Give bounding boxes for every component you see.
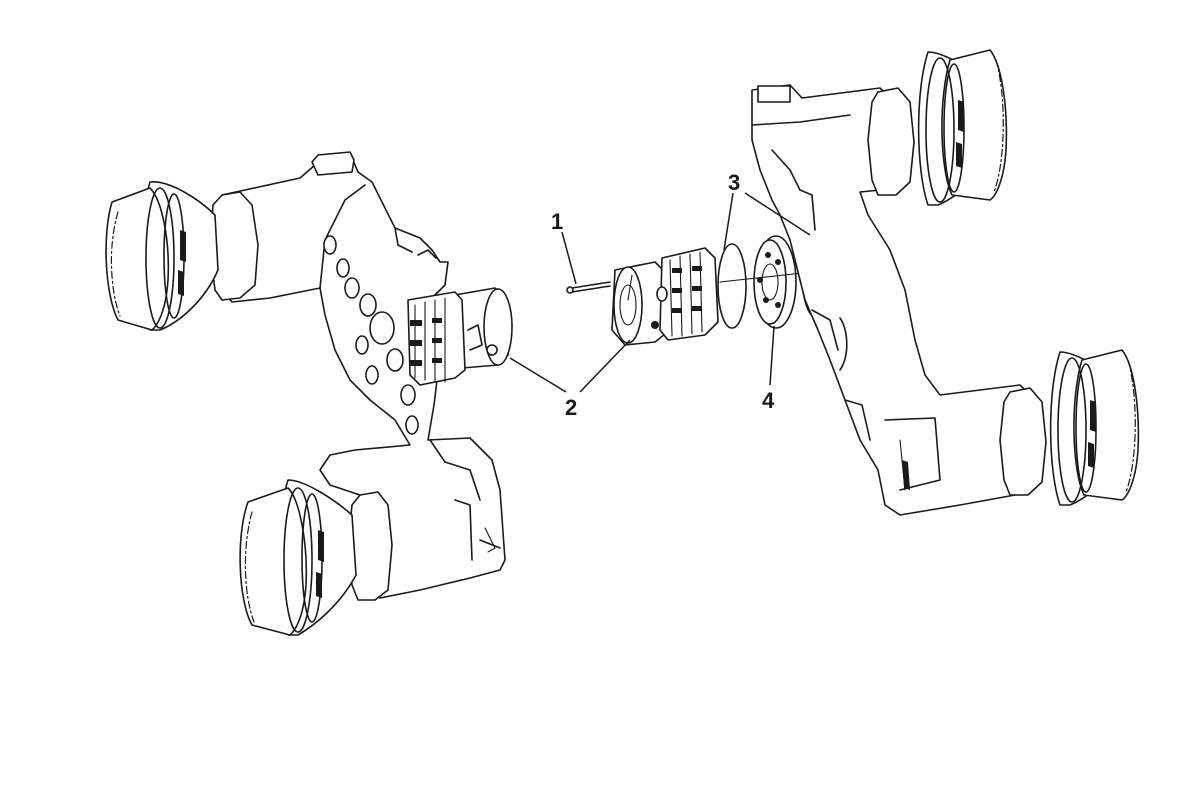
callout-1: 1 (551, 209, 563, 234)
right-upper-wheel (867, 49, 1008, 206)
coupling-hub-part-2 (611, 247, 719, 346)
left-upper-wheel (105, 181, 259, 331)
callout-4: 4 (762, 388, 775, 413)
callout-3: 3 (728, 170, 740, 195)
leader-lines (509, 192, 811, 393)
left-coupling-assembly (407, 287, 513, 386)
callout-2: 2 (565, 395, 577, 420)
flange-disc-part-4 (719, 235, 831, 329)
right-lower-wheel (999, 349, 1140, 506)
left-housing (221, 151, 506, 599)
left-lower-wheel (239, 479, 393, 636)
pin-part-1 (566, 281, 611, 294)
